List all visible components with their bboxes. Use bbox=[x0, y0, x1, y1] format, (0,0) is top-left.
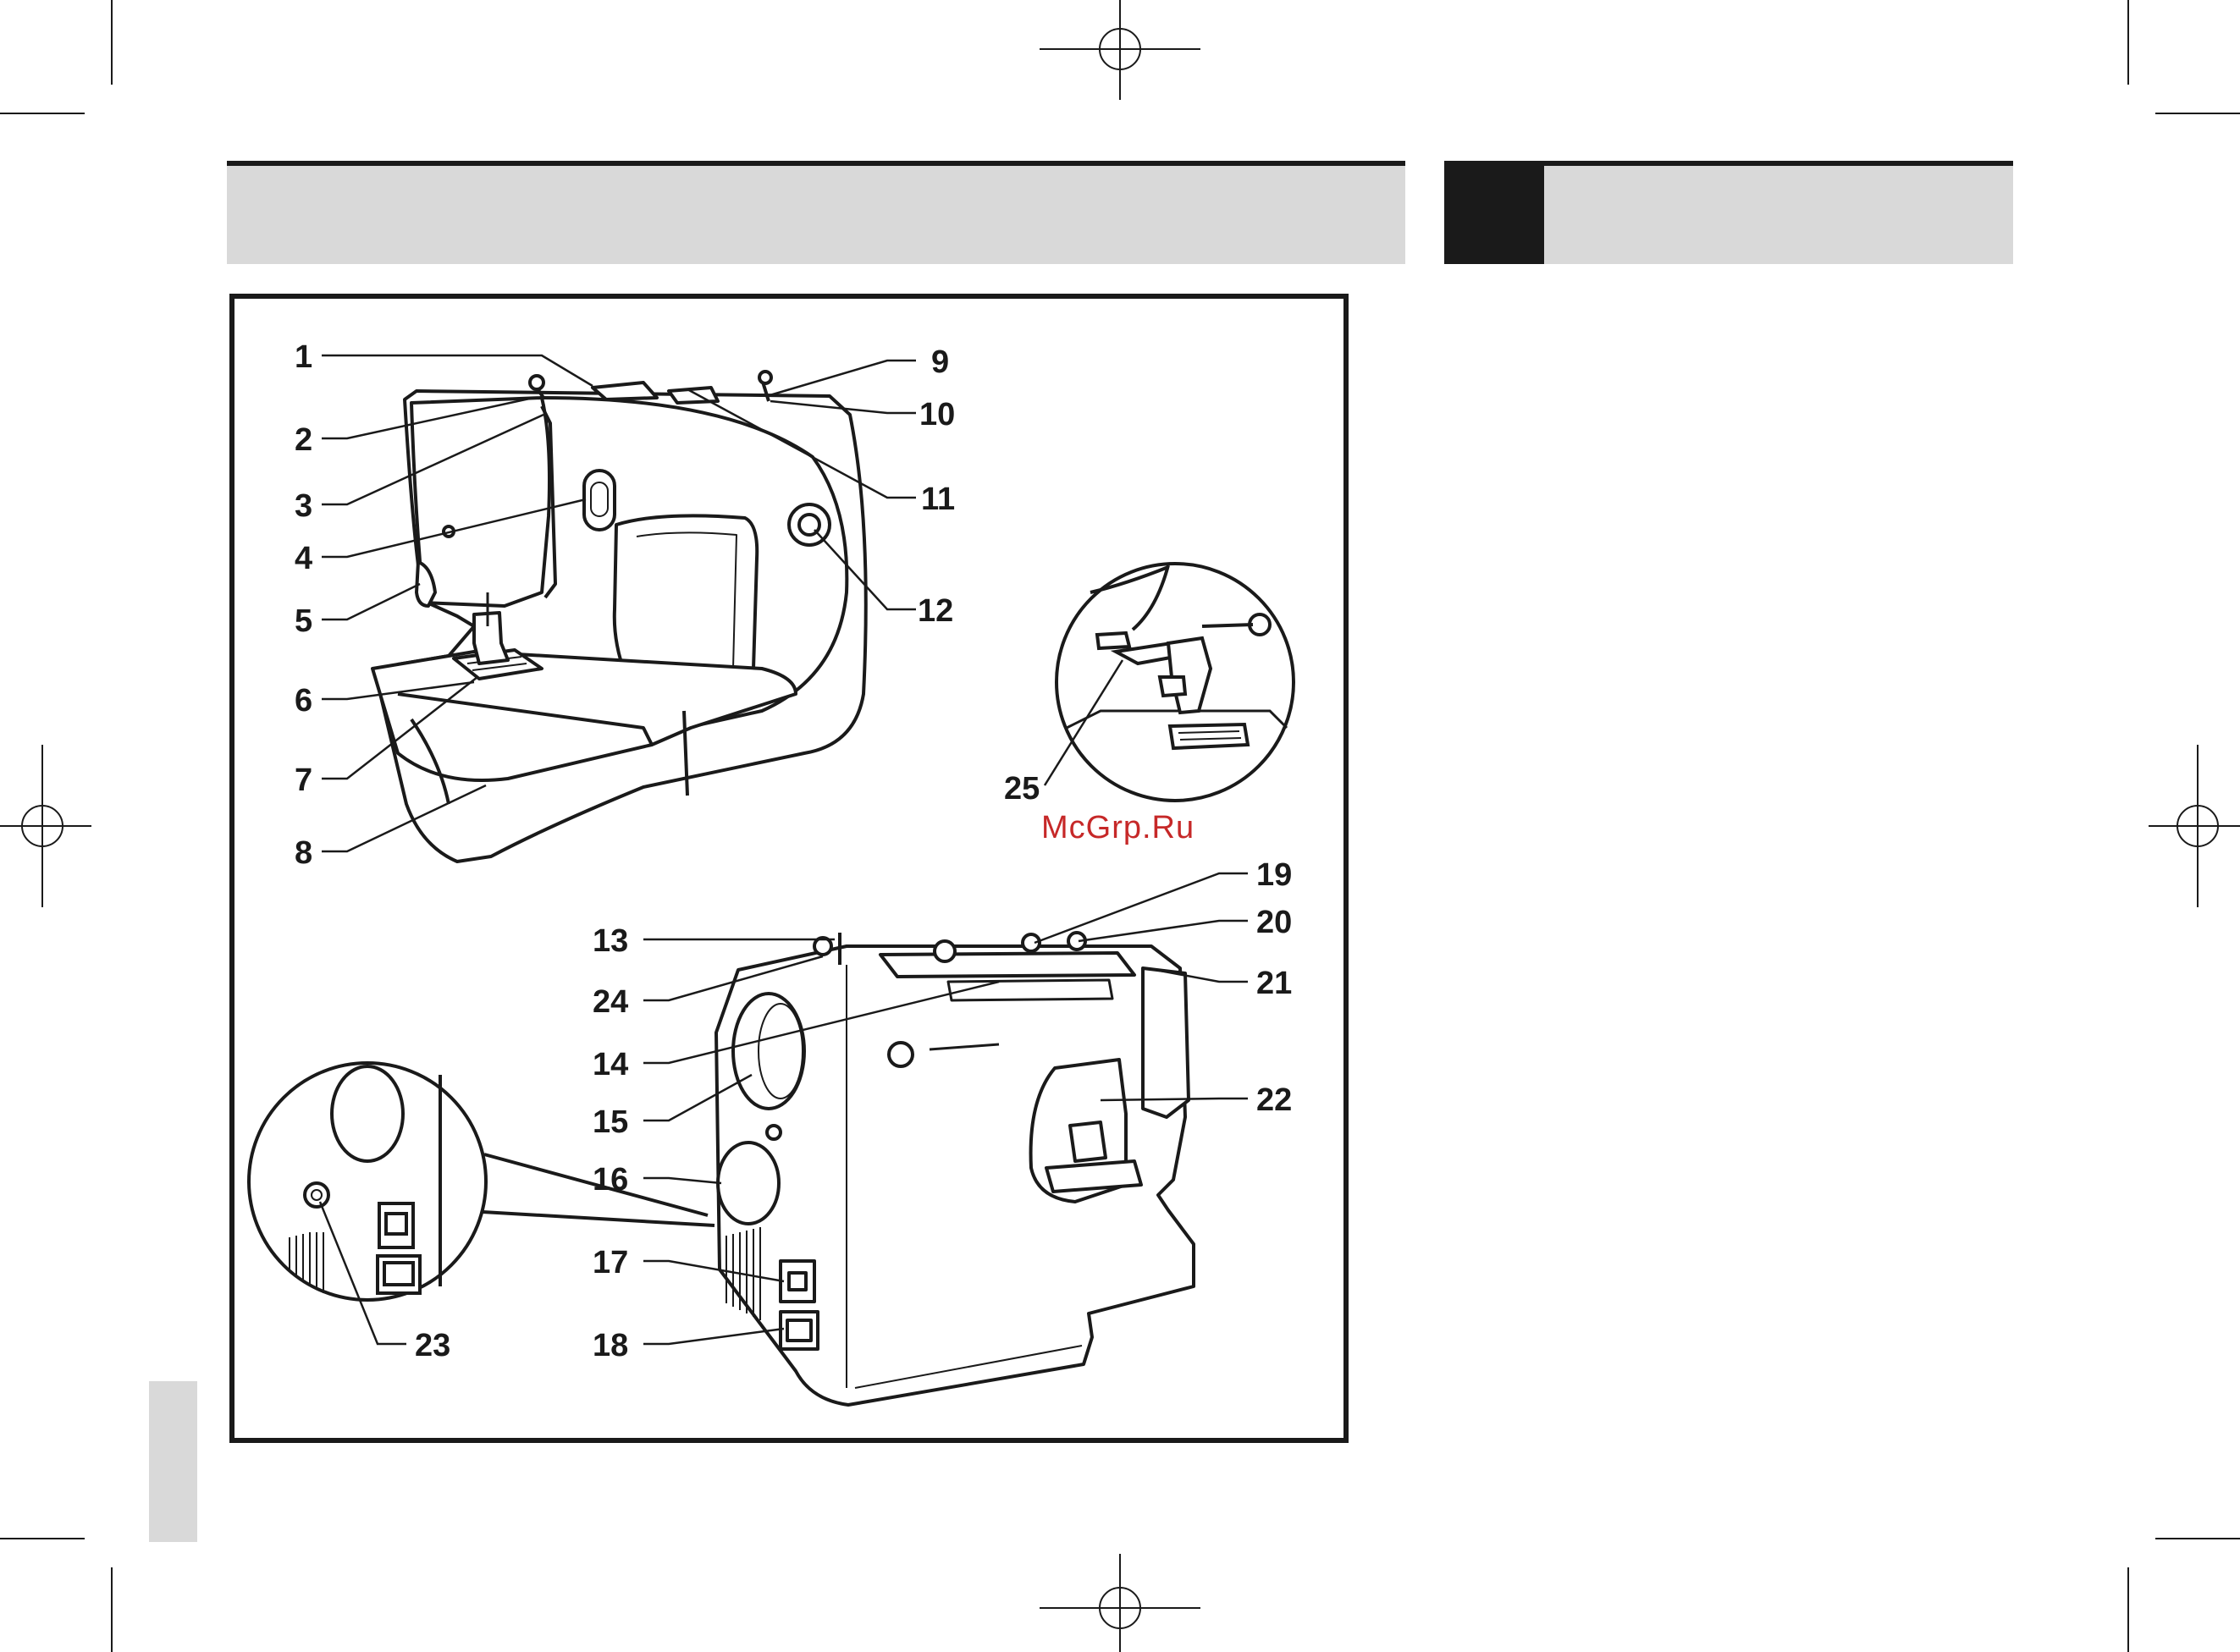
callout-7: 7 bbox=[295, 763, 312, 798]
callout-13: 13 bbox=[593, 923, 628, 959]
callout-19: 19 bbox=[1256, 857, 1292, 893]
callout-1: 1 bbox=[295, 339, 312, 375]
callout-25: 25 bbox=[1004, 771, 1040, 807]
callout-17: 17 bbox=[593, 1245, 628, 1280]
watermark-text: McGrp.Ru bbox=[1041, 810, 1194, 845]
callout-8: 8 bbox=[295, 835, 312, 871]
callout-2: 2 bbox=[295, 422, 312, 458]
callout-18: 18 bbox=[593, 1328, 628, 1363]
callout-11: 11 bbox=[921, 482, 955, 517]
callout-5: 5 bbox=[295, 603, 312, 639]
machine-rear-view bbox=[716, 933, 1194, 1405]
callout-20: 20 bbox=[1256, 905, 1292, 940]
detail-circle-side-panel bbox=[249, 1063, 714, 1300]
detail-circle-presser-foot bbox=[1057, 564, 1294, 801]
callout-14: 14 bbox=[593, 1047, 628, 1082]
callout-22: 22 bbox=[1256, 1082, 1292, 1118]
callout-10: 10 bbox=[919, 397, 955, 432]
callout-24: 24 bbox=[593, 984, 628, 1020]
callout-3: 3 bbox=[295, 488, 312, 524]
callout-21: 21 bbox=[1256, 966, 1292, 1001]
callout-15: 15 bbox=[593, 1104, 628, 1140]
callout-23: 23 bbox=[415, 1328, 450, 1363]
callout-6: 6 bbox=[295, 683, 312, 719]
callout-12: 12 bbox=[918, 593, 953, 629]
callout-9: 9 bbox=[931, 344, 949, 380]
callout-4: 4 bbox=[295, 541, 312, 576]
callout-16: 16 bbox=[593, 1162, 628, 1198]
